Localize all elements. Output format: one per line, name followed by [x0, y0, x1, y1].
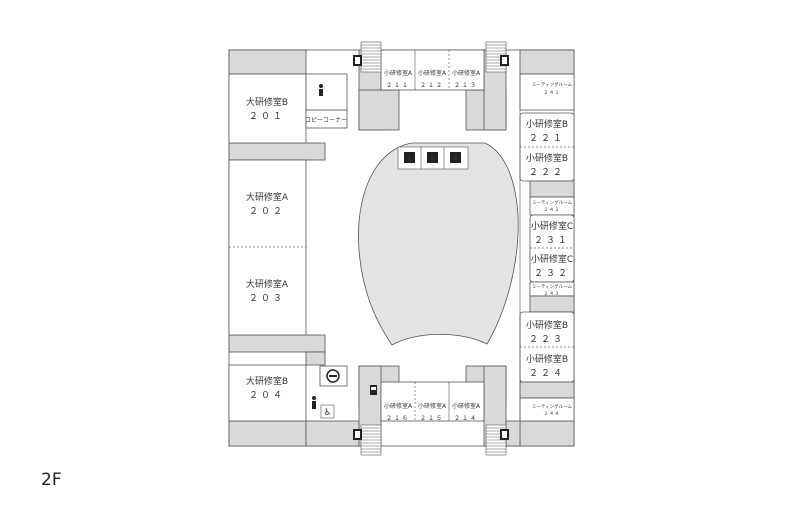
- room-202-name: 大研修室A: [246, 191, 289, 203]
- emergency-exit-icon: [500, 429, 509, 440]
- stairs-icon: [360, 424, 382, 456]
- floor-label: 2F: [41, 470, 62, 490]
- room-224-number: ２２４: [529, 369, 565, 379]
- room-215-number: ２１５: [420, 415, 444, 422]
- room-242-number: ２４２: [544, 207, 561, 213]
- core-top-left: [358, 89, 400, 131]
- room-201-name: 大研修室B: [246, 96, 288, 108]
- room-241[interactable]: [519, 73, 575, 111]
- wall-left-lower: [228, 334, 326, 353]
- smoking-icon: [326, 369, 340, 383]
- wall-right-3: [519, 381, 575, 399]
- svg-text:⇅: ⇅: [430, 155, 436, 163]
- phone-icon: [370, 385, 377, 395]
- room-213-number: ２１３: [454, 82, 478, 89]
- emergency-exit-icon: [500, 55, 509, 66]
- stairs-icon: [360, 41, 382, 73]
- room-204-name: 大研修室B: [246, 375, 288, 387]
- room-232-name: 小研修室C: [531, 253, 573, 265]
- room-203-name: 大研修室A: [246, 278, 289, 290]
- room-204-number: ２０４: [249, 391, 285, 401]
- room-212-number: ２１２: [420, 82, 444, 89]
- wall-service: [305, 351, 326, 366]
- room-213-name: 小研修室A: [452, 69, 481, 77]
- atrium: [358, 142, 519, 346]
- room-212-name: 小研修室A: [418, 69, 447, 77]
- room-221-number: ２２１: [529, 134, 565, 144]
- restroom-top: [305, 73, 348, 111]
- emergency-exit-icon: [353, 429, 362, 440]
- room-201[interactable]: [228, 73, 307, 144]
- room-211-name: 小研修室A: [384, 69, 413, 77]
- room-244-number: ２４４: [544, 411, 561, 417]
- room-202-203: [228, 159, 307, 336]
- wall-right-2: [529, 295, 575, 313]
- room-241-name: ミーティングルーム: [532, 81, 573, 88]
- room-222-number: ２２２: [529, 168, 565, 178]
- restroom-man-icon: [312, 396, 316, 409]
- svg-text:♿: ♿: [323, 408, 331, 418]
- room-202-number: ２０２: [249, 207, 285, 217]
- room-216-number: ２１６: [386, 415, 410, 422]
- svg-text:⇅: ⇅: [453, 155, 459, 163]
- wheelchair-icon: ♿: [320, 404, 335, 419]
- room-211-number: ２１１: [386, 82, 410, 89]
- elevator-icon: ⇅: [427, 152, 438, 163]
- wall-left-upper: [228, 142, 326, 161]
- emergency-exit-icon: [353, 55, 362, 66]
- room-216-name: 小研修室A: [384, 402, 413, 410]
- room-223-name: 小研修室B: [526, 319, 568, 331]
- wall-bottom-left: [228, 420, 307, 447]
- room-232-number: ２３２: [534, 269, 570, 279]
- wall-top-right: [519, 49, 575, 75]
- wall-top-left: [228, 49, 307, 75]
- room-221-name: 小研修室B: [526, 118, 568, 130]
- room-231-name: 小研修室C: [531, 220, 573, 232]
- room-224-name: 小研修室B: [526, 353, 568, 365]
- room-201-number: ２０１: [249, 112, 285, 122]
- wall-bottom-mid-left: [305, 420, 361, 447]
- restroom-man-icon: [319, 84, 323, 96]
- room-243-number: ２４３: [544, 291, 561, 297]
- room-203-number: ２０３: [249, 294, 285, 304]
- room-222-name: 小研修室B: [526, 152, 568, 164]
- room-244-name: ミーティングルーム: [532, 403, 573, 410]
- room-241-number: ２４１: [544, 90, 561, 96]
- elevator-icon: ⇅: [404, 152, 415, 163]
- room-214-name: 小研修室A: [452, 402, 481, 410]
- top-room-block: [380, 49, 485, 91]
- bottom-room-block: [380, 381, 485, 422]
- room-231-number: ２３１: [534, 236, 570, 246]
- room-215-name: 小研修室A: [418, 402, 447, 410]
- room-223-number: ２２３: [529, 335, 565, 345]
- room-204[interactable]: [228, 364, 307, 422]
- room-243-name: ミーティングルーム: [532, 283, 573, 290]
- copy-corner-label: コピーコーナー: [305, 117, 347, 124]
- wall-right-1: [529, 180, 575, 198]
- wall-bottom-right: [519, 420, 575, 447]
- room-242-name: ミーティングルーム: [532, 199, 573, 206]
- elevator-icon: ⇅: [450, 152, 461, 163]
- svg-text:⇅: ⇅: [407, 155, 413, 163]
- room-214-number: ２１４: [454, 415, 478, 422]
